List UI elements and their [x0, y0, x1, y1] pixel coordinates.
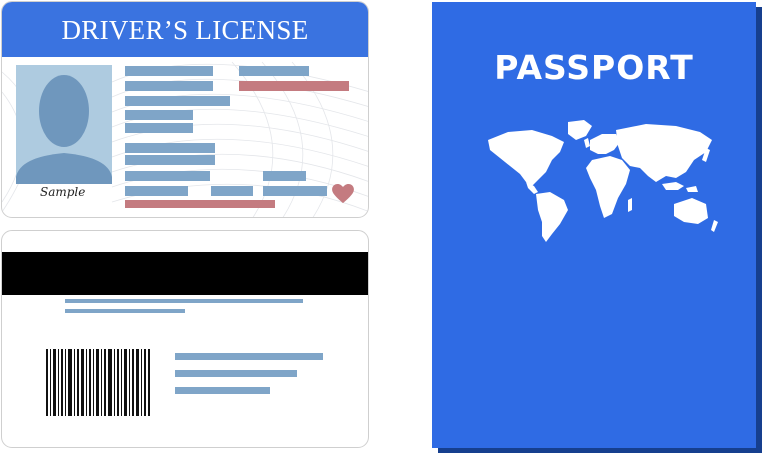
info-field-bar: [125, 143, 215, 153]
person-silhouette-icon: [16, 75, 112, 184]
info-field-bar: [125, 66, 213, 76]
info-field-bar: [125, 123, 193, 133]
info-field-bar: [125, 155, 215, 165]
world-map-icon: [488, 120, 718, 242]
info-field-bar: [239, 66, 309, 76]
info-field-bar: [211, 186, 253, 196]
info-field-bar: [65, 309, 185, 313]
info-field-bar: [125, 96, 230, 106]
id-photo: [16, 65, 112, 184]
signature: Sample: [40, 185, 86, 199]
info-field-bar: [263, 171, 306, 181]
info-field-bar: [125, 186, 188, 196]
info-field-bar: [175, 353, 323, 360]
info-field-bar: [125, 110, 193, 120]
info-field-bar: [263, 186, 327, 196]
barcode-icon: [46, 349, 150, 416]
drivers-license-front: DRIVER’S LICENSE Sample: [1, 1, 369, 218]
info-field-bar: [239, 81, 349, 91]
passport-title: PASSPORT: [494, 48, 694, 87]
magnetic-stripe: [2, 252, 368, 295]
heart-icon: [332, 184, 354, 204]
license-title: DRIVER’S LICENSE: [2, 2, 368, 57]
info-field-bar: [175, 387, 270, 394]
passport-cover: PASSPORT: [432, 2, 756, 448]
info-field-bar: [125, 81, 213, 91]
info-field-bar: [65, 299, 303, 303]
info-field-bar: [175, 370, 297, 377]
drivers-license-back: [1, 230, 369, 448]
info-field-bar: [125, 200, 275, 208]
info-field-bar: [125, 171, 210, 181]
